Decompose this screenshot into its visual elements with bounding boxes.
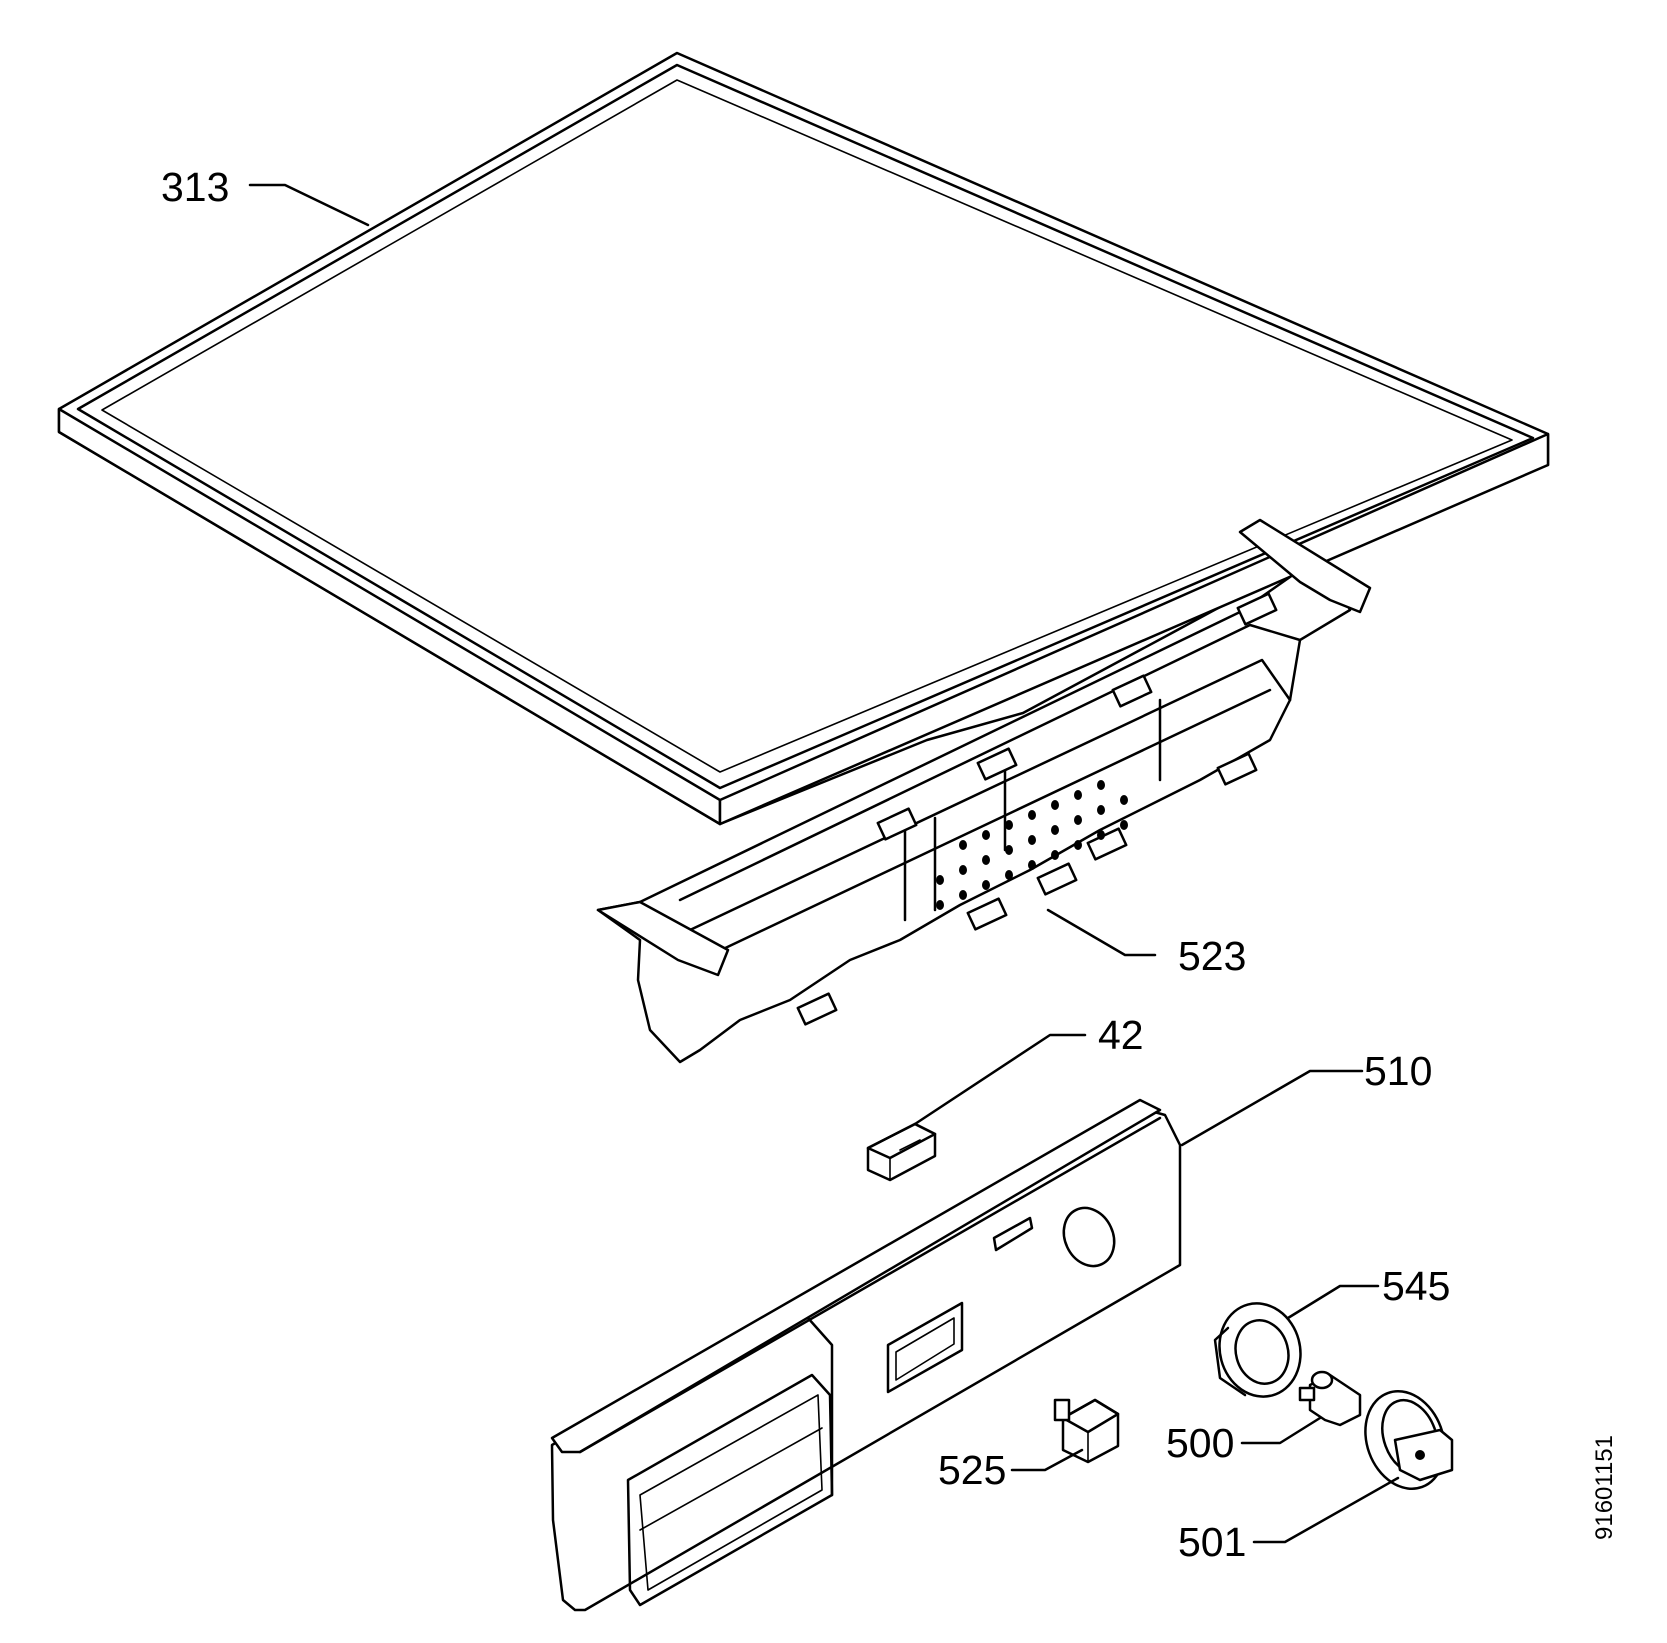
part-500-spindle	[1298, 1370, 1362, 1427]
leader-42	[913, 1033, 1087, 1126]
part-501-knob	[1364, 1390, 1454, 1490]
leader-525	[1010, 1448, 1084, 1472]
leader-lines	[248, 183, 1400, 1544]
callout-42: 42	[1098, 1012, 1144, 1058]
leader-313	[248, 183, 370, 227]
callout-523: 523	[1178, 933, 1246, 979]
leader-500	[1240, 1416, 1322, 1445]
part-525-button	[1053, 1398, 1120, 1464]
callout-501: 501	[1178, 1519, 1246, 1565]
leader-523	[1046, 908, 1157, 957]
callout-313: 313	[161, 164, 229, 210]
callout-545: 545	[1382, 1263, 1450, 1309]
part-545-bezel	[1213, 1302, 1302, 1398]
callout-510: 510	[1364, 1048, 1432, 1094]
part-523-panel-frame	[596, 518, 1372, 1064]
callout-525: 525	[938, 1447, 1006, 1493]
vent-holes	[936, 780, 1128, 910]
callout-labels: 313 523 42 510 545 500 525 501	[161, 164, 1450, 1565]
part-510-fascia	[550, 1098, 1182, 1612]
leader-510	[1180, 1069, 1364, 1147]
document-number: 91601151	[1591, 1435, 1618, 1540]
part-313-top-cover	[57, 51, 1550, 826]
leader-545	[1286, 1284, 1380, 1320]
callout-500: 500	[1166, 1420, 1234, 1466]
part-42-clip	[866, 1122, 937, 1182]
leader-501	[1252, 1476, 1400, 1544]
